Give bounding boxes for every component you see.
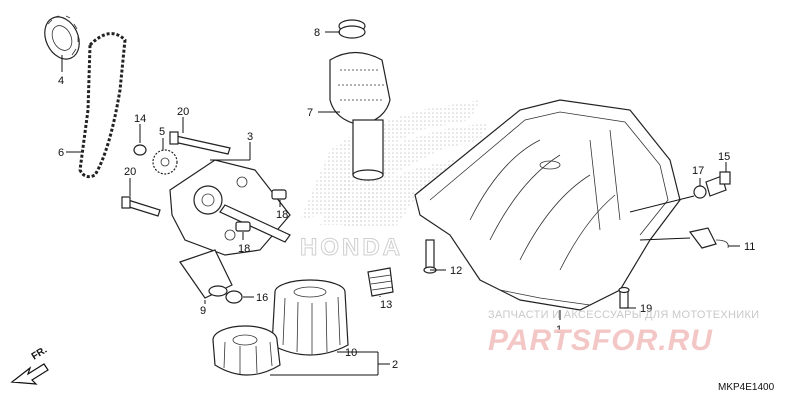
callout-11: 11 [744, 241, 755, 253]
oil-pump-part-3 [169, 159, 291, 256]
joint-part-13 [367, 267, 394, 297]
seal-part-8 [338, 19, 366, 39]
callout-1: 1 [556, 324, 562, 336]
callout-16: 16 [256, 292, 268, 304]
filter-cover-part-2 [212, 325, 281, 376]
dowel-pin-18-upper [271, 189, 287, 200]
o-ring-part-16 [225, 290, 243, 304]
sprocket-part-4 [44, 15, 80, 60]
callout-8: 8 [314, 27, 320, 39]
callout-2: 2 [392, 359, 398, 371]
sprocket-part-5 [152, 149, 178, 175]
callout-9: 9 [200, 305, 206, 317]
honda-wordmark: HONDA [300, 234, 403, 261]
oil-pan-part-1 [414, 99, 681, 311]
front-direction-arrow: FR. [10, 345, 50, 385]
leader-lines [61, 31, 740, 376]
washer-part-17 [693, 185, 707, 199]
watermark-logo: PARTSFOR.RU [488, 324, 713, 357]
callout-3: 3 [247, 131, 253, 143]
callout-17: 17 [692, 165, 704, 177]
callout-7: 7 [307, 107, 313, 119]
bolt-part-20-lower [121, 196, 161, 217]
strainer-part-7 [329, 51, 391, 181]
chain-part-6 [78, 32, 127, 179]
callout-20-upper: 20 [177, 106, 189, 118]
callout-15: 15 [718, 151, 730, 163]
callout-20-lower: 20 [124, 166, 136, 178]
callouts: 1 2 3 4 5 6 7 8 9 10 11 12 13 14 15 16 1… [58, 27, 755, 371]
washer-part-14 [133, 144, 147, 156]
callout-10: 10 [345, 347, 357, 359]
callout-18-lower: 18 [238, 243, 250, 255]
diagram-code: MKP4E1400 [718, 382, 775, 393]
callout-19: 19 [640, 303, 652, 315]
callout-14: 14 [134, 113, 146, 125]
drain-bolt-part-15 [705, 171, 731, 197]
front-direction-label: FR. [30, 345, 50, 363]
bracket-part-11 [688, 227, 729, 249]
watermark: ЗАПЧАСТИ И АКСЕССУАРЫ ДЛЯ МОТОТЕХНИКИ PA… [488, 309, 759, 357]
callout-4: 4 [58, 75, 64, 87]
callout-12: 12 [450, 265, 462, 277]
bolt-part-19 [618, 286, 630, 309]
watermark-tagline: ЗАПЧАСТИ И АКСЕССУАРЫ ДЛЯ МОТОТЕХНИКИ [488, 309, 759, 321]
bolt-part-12 [423, 239, 437, 274]
pipe-part-9 [179, 249, 233, 299]
callout-13: 13 [380, 299, 392, 311]
callout-6: 6 [58, 147, 64, 159]
callout-18-upper: 18 [276, 209, 288, 221]
callout-5: 5 [159, 126, 165, 138]
bolt-part-20-upper [169, 131, 231, 155]
dowel-pin-18-lower [235, 221, 251, 232]
oil-filter-part-10 [271, 279, 349, 356]
